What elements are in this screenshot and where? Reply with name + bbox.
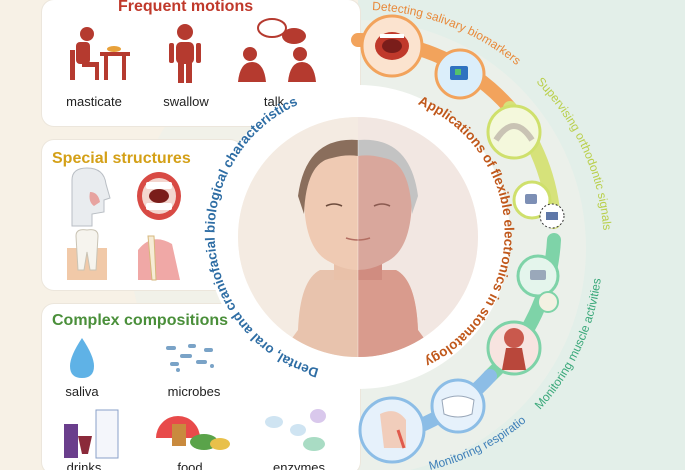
mouth-sensor-icon [360,14,424,78]
face-mask-icon [430,378,486,434]
gum-section-icon [138,235,180,281]
dental-arch-icon [486,104,542,160]
microbes-icon [166,344,214,372]
droplet-icon [70,338,94,378]
item-label-swallow: swallow [163,94,209,109]
frequent-motions-title: Frequent motions [118,0,254,15]
special-icons [67,167,181,281]
frequent-motions-panel: Frequent motions [42,0,360,126]
person-standing-icon [169,24,201,83]
item-label-microbes: microbes [167,384,221,399]
head-airway-icon [358,396,426,464]
complex-icons [64,338,326,459]
frequent-icons [70,18,316,83]
food-icon [156,416,230,450]
item-label-drinks: drinks [66,460,102,470]
drinks-icon [64,409,119,459]
open-mouth-icon [137,172,181,220]
item-label-masticate: masticate [66,94,122,109]
head-profile-icon [71,167,111,227]
item-label-food: food [177,460,203,470]
item-label-talk: talk [263,94,285,109]
tooth-icon [67,229,107,280]
electrode-patch-icon [516,254,560,313]
complex-compositions-title: Complex compositions [52,312,229,329]
enzymes-icon [265,409,326,451]
special-structures-title: Special structures [52,150,191,167]
item-label-saliva: saliva [65,384,99,399]
neck-muscle-icon [486,320,542,376]
people-talking-icon [238,18,316,82]
saliva-chip-icon [434,48,486,100]
person-eating-icon [70,27,130,80]
item-label-enzymes: enzymes [272,460,326,470]
bracket-sensor-icon [512,180,565,229]
